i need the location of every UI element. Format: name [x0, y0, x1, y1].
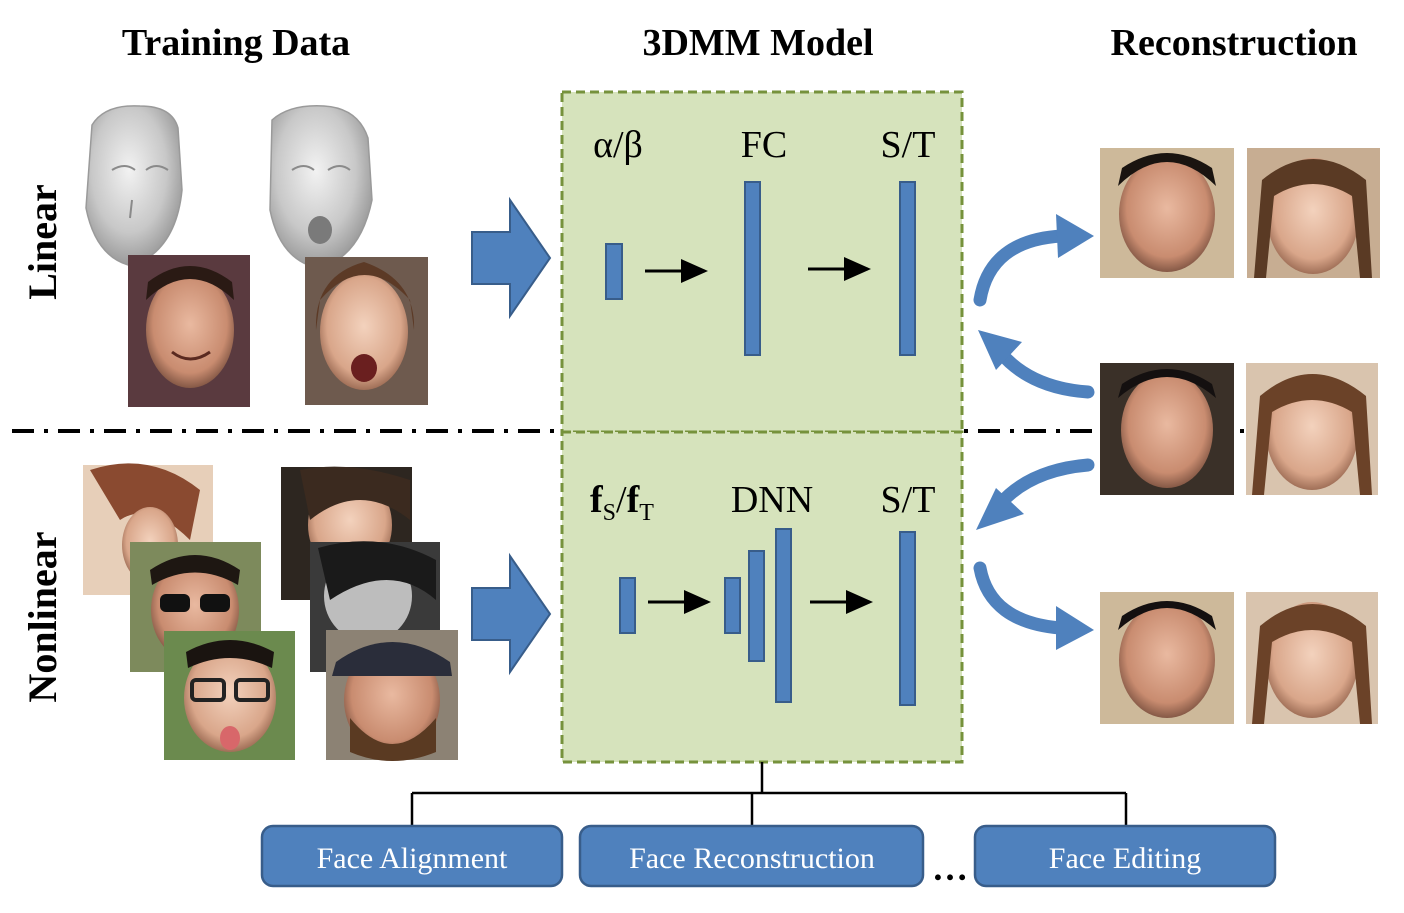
- nonlinear-input-label: fS/fT: [590, 479, 654, 526]
- model-box-linear: [560, 90, 964, 434]
- nonlinear-output-label: S/T: [881, 479, 936, 521]
- row-label-nonlinear: Nonlinear: [20, 531, 65, 702]
- app-box-face-reconstruction: [578, 824, 925, 888]
- header-reconstruction: Reconstruction: [1111, 22, 1358, 64]
- recon-nonlinear-face-1: [1100, 592, 1234, 724]
- recon-input-face-2: [1246, 363, 1378, 495]
- nonlinear-training-photo-1: [83, 463, 213, 595]
- linear-training-photo-2: [305, 257, 428, 405]
- nonlinear-training-photo-5: [164, 631, 295, 760]
- app-ellipsis: …: [932, 848, 968, 888]
- nonlinear-input-curve-arrow: [976, 458, 1095, 530]
- linear-output-label: S/T: [881, 124, 936, 166]
- linear-output-bar: [899, 181, 916, 356]
- app-box-face-editing: [973, 824, 1277, 888]
- linear-fc-bar: [744, 181, 761, 356]
- linear-input-arrow: [471, 196, 552, 320]
- header-3dmm-model: 3DMM Model: [642, 22, 873, 64]
- linear-input-label: α/β: [593, 124, 643, 166]
- app-label-face-alignment: Face Alignment: [317, 842, 508, 875]
- header-training-data: Training Data: [122, 22, 350, 64]
- nonlinear-output-curve-arrow: [973, 561, 1094, 650]
- row-label-linear: Linear: [20, 184, 65, 300]
- nonlinear-input-arrow: [471, 552, 552, 676]
- dnn-bar-2: [748, 550, 765, 662]
- linear-training-mesh-2: [269, 105, 373, 269]
- app-box-face-alignment: [260, 824, 564, 888]
- recon-nonlinear-face-2: [1246, 592, 1378, 724]
- linear-training-photo-1: [128, 255, 250, 407]
- dnn-bar-1: [724, 577, 741, 634]
- recon-input-face-1: [1100, 363, 1234, 495]
- linear-fc-label: FC: [741, 124, 787, 166]
- nonlinear-output-bar: [899, 531, 916, 706]
- dnn-bar-3: [775, 528, 792, 703]
- linear-input-bar: [605, 243, 623, 300]
- linear-training-mesh-1: [85, 105, 183, 267]
- recon-linear-face-2: [1247, 148, 1380, 278]
- nonlinear-training-photo-6: [326, 630, 458, 761]
- application-tree-connector: [410, 762, 1128, 826]
- nonlinear-input-bar: [619, 577, 636, 634]
- recon-linear-face-1: [1100, 148, 1234, 278]
- linear-output-curve-arrow: [973, 214, 1094, 307]
- linear-input-curve-arrow: [978, 330, 1095, 399]
- app-label-face-editing: Face Editing: [1049, 842, 1201, 875]
- nonlinear-dnn-label: DNN: [731, 479, 813, 521]
- app-label-face-reconstruction: Face Reconstruction: [629, 842, 875, 875]
